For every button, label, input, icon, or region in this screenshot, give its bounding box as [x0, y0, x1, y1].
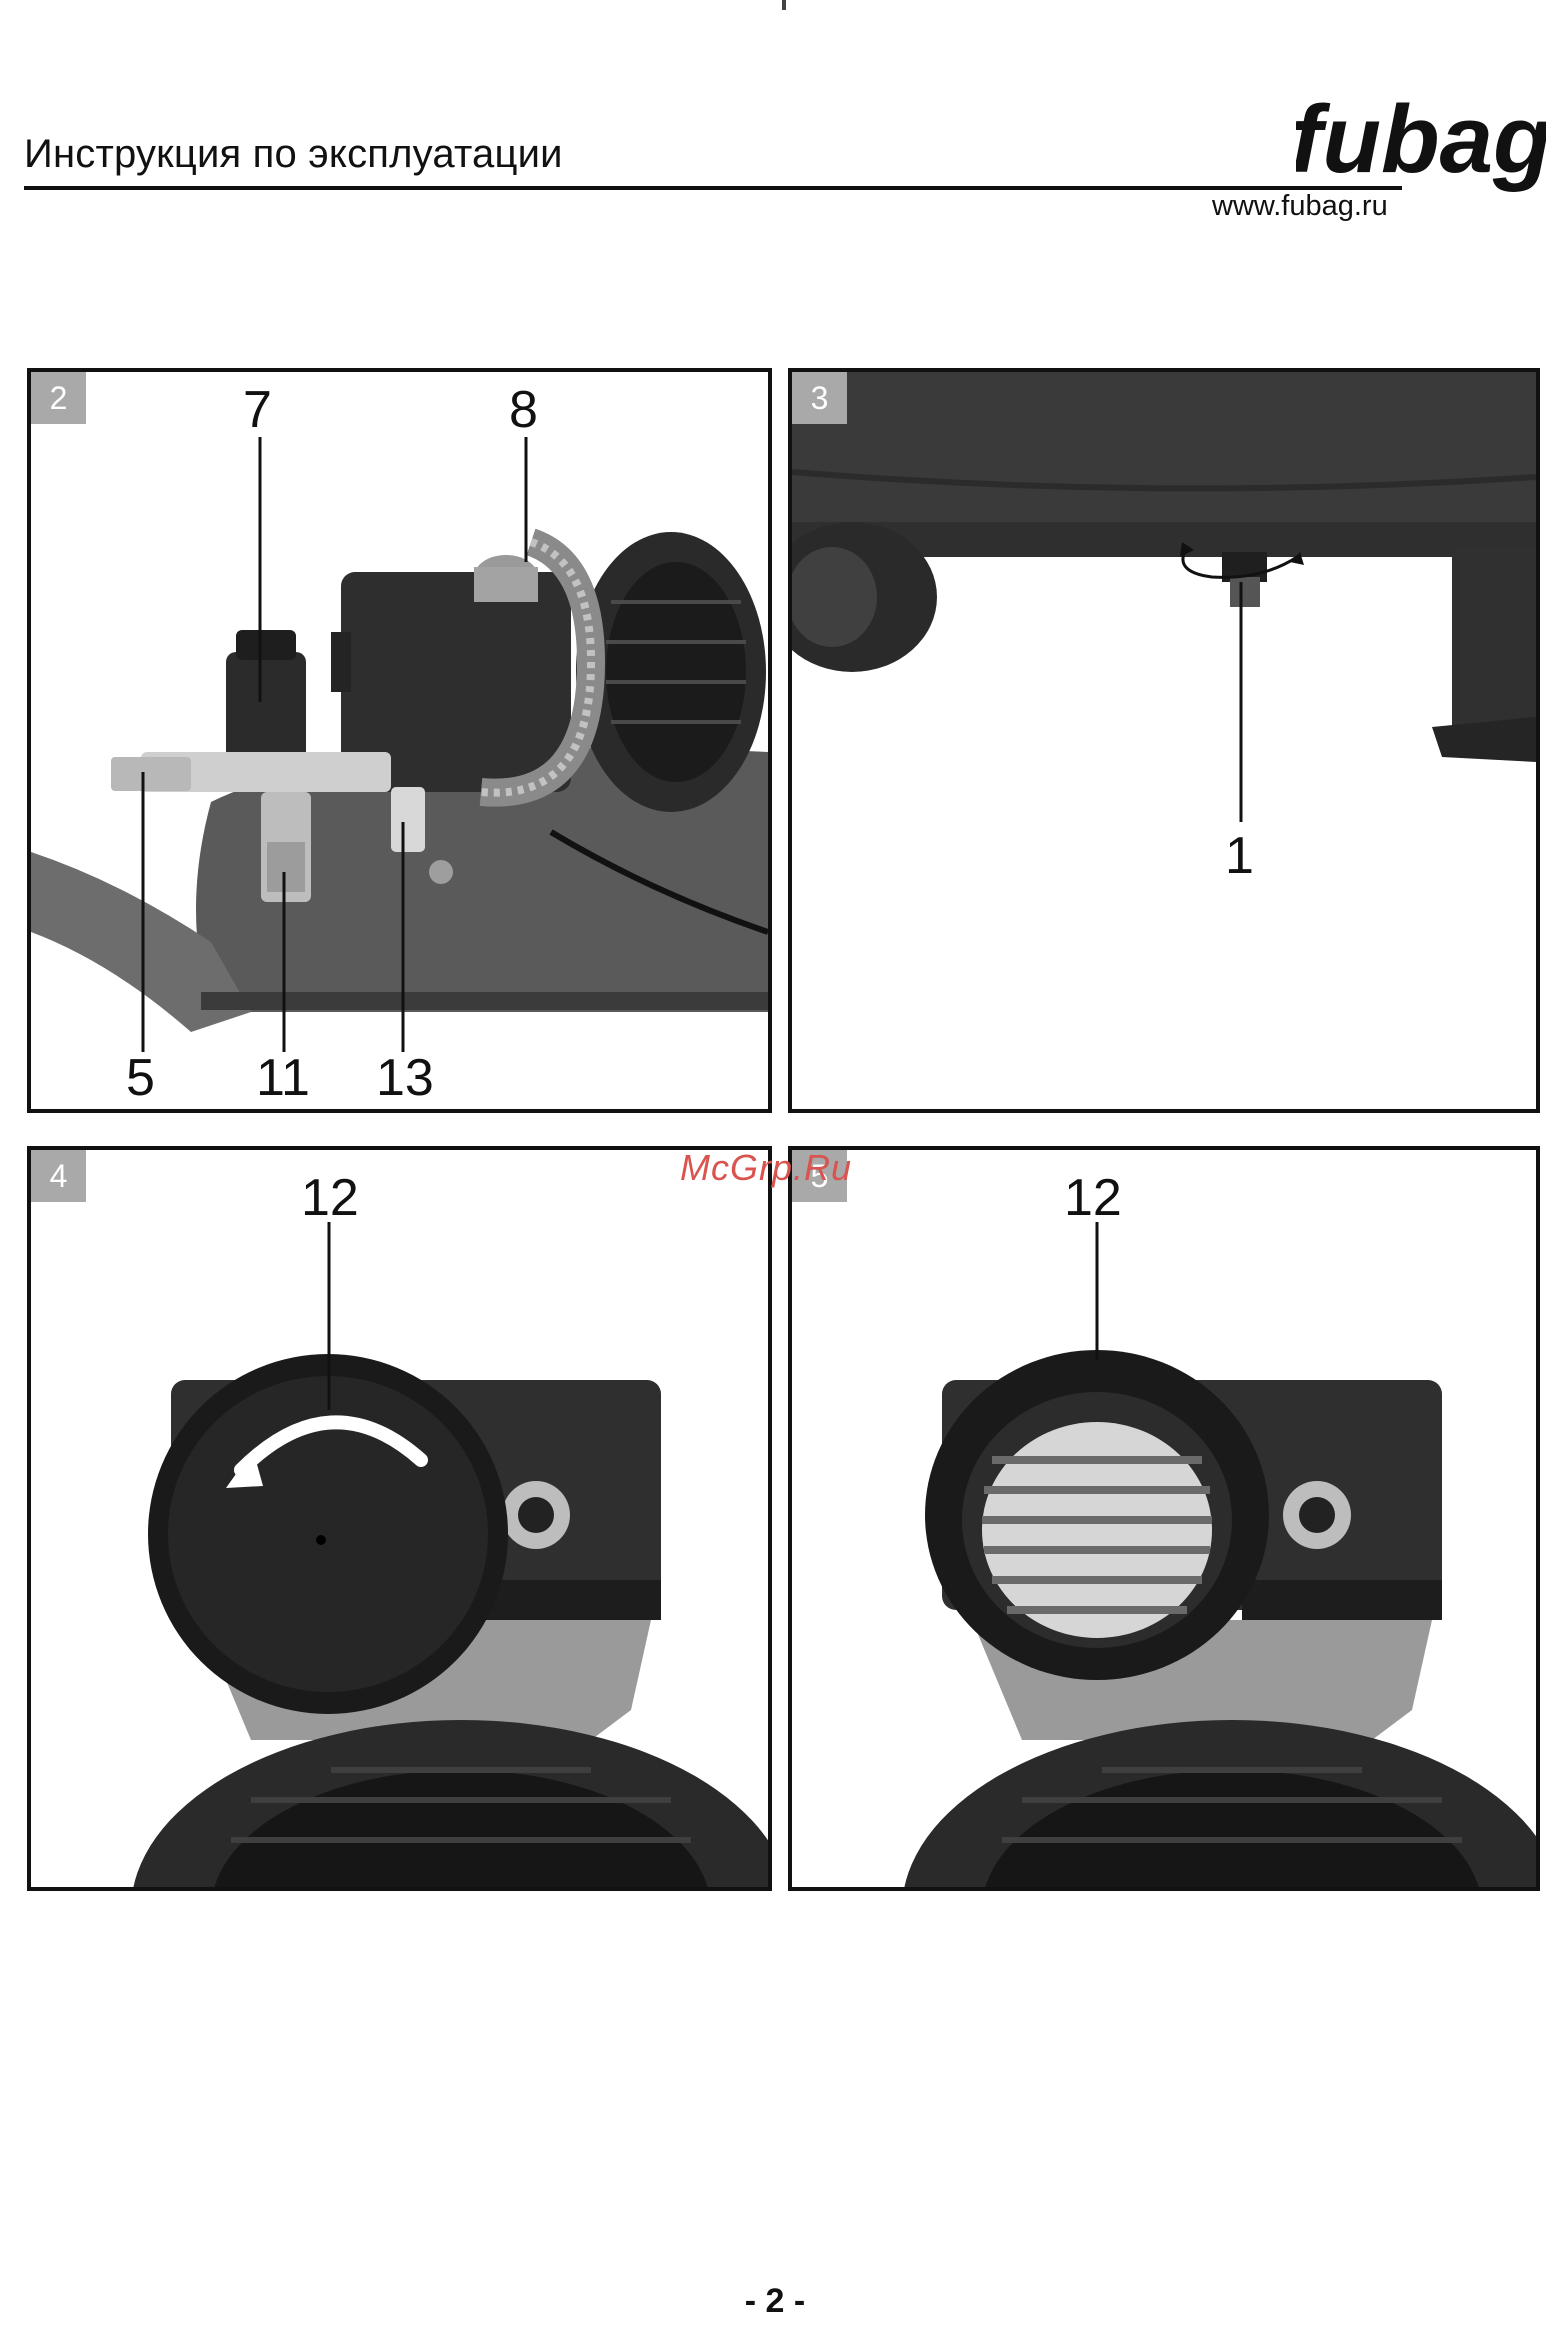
callout-5: 5	[126, 1052, 155, 1104]
figure-2-panel: 2	[27, 368, 772, 1113]
watermark: McGrp.Ru	[680, 1147, 852, 1189]
website-link[interactable]: www.fubag.ru	[1212, 190, 1388, 223]
air-filter-element-photo	[792, 1150, 1536, 1887]
page-number: - 2 -	[0, 2282, 1550, 2321]
callout-12: 12	[301, 1172, 359, 1224]
figure-number: 2	[31, 372, 86, 424]
figure-number: 3	[792, 372, 847, 424]
callout-8: 8	[509, 384, 538, 436]
callout-7: 7	[243, 384, 272, 436]
logo-text: fubag	[1296, 86, 1546, 193]
figure-5-panel: 5 12	[788, 1146, 1540, 1891]
page-title: Инструкция по эксплуатации	[24, 132, 563, 177]
compressor-regulator-photo	[31, 372, 768, 1109]
callout-1: 1	[1225, 830, 1254, 882]
stray-mark	[782, 0, 786, 10]
figure-3-panel: 3 1	[788, 368, 1540, 1113]
figure-number: 4	[31, 1150, 86, 1202]
callout-13: 13	[376, 1052, 434, 1104]
air-filter-cap-photo	[31, 1150, 768, 1887]
header-rule	[24, 186, 1402, 190]
tank-drain-photo	[792, 372, 1536, 1109]
callout-12: 12	[1064, 1172, 1122, 1224]
callout-11: 11	[256, 1052, 310, 1104]
figure-4-panel: 4 12	[27, 1146, 772, 1891]
